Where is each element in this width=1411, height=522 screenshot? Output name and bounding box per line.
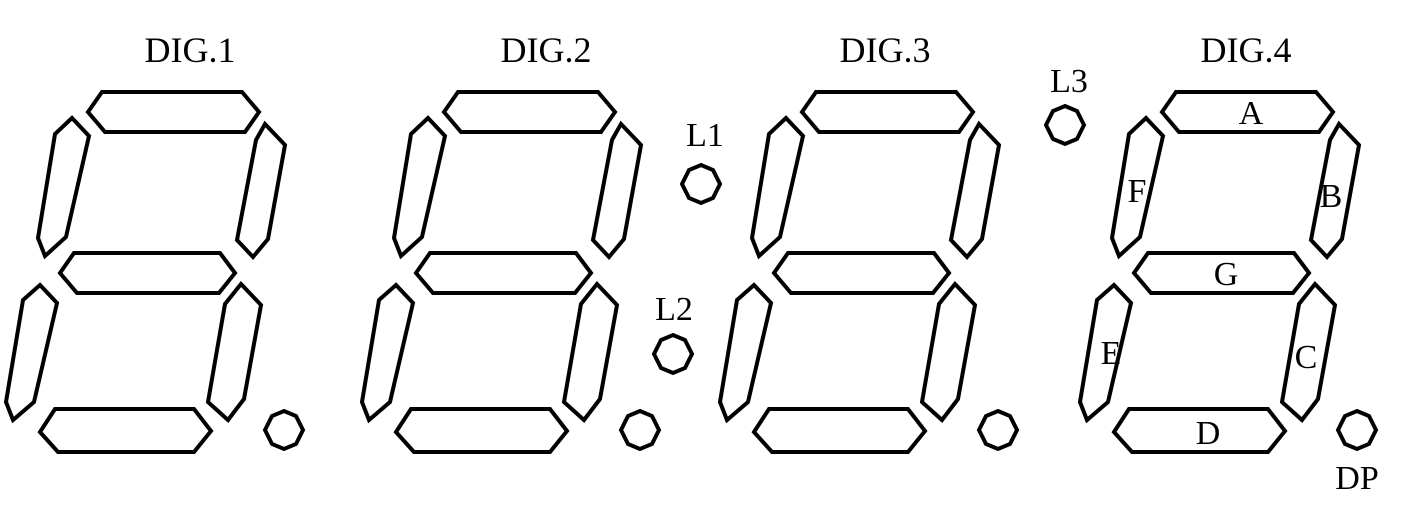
digit-2-title: DIG.2: [501, 30, 592, 70]
decimal-point-label: DP: [1335, 460, 1378, 497]
digit-1-title: DIG.1: [145, 30, 236, 70]
digit-4-segment-g: [1131, 251, 1312, 295]
digit-3-decimal-point: [976, 408, 1020, 452]
digit-1-segment-a: [85, 90, 262, 134]
digit-4-title: DIG.4: [1201, 30, 1292, 70]
digit-2-segment-g: [413, 251, 594, 295]
digit-2-segment-e: [359, 282, 416, 424]
digit-1-segment-g: [57, 251, 238, 295]
digit-1-decimal-point: [262, 408, 306, 452]
digit-4-segment-a: [1159, 90, 1336, 134]
digit-1-segment-e: [3, 282, 60, 424]
digit-4-decimal-point: [1335, 408, 1379, 452]
indicator-l2-label: L2: [655, 291, 693, 328]
digit-2: DIG.2: [359, 30, 662, 454]
segment-label-d: D: [1196, 415, 1221, 452]
digit-3-segment-b: [948, 120, 1002, 261]
indicator-l3-dot: [1043, 103, 1087, 147]
indicator-l1-label: L1: [686, 117, 724, 154]
digit-3-segment-g: [771, 251, 952, 295]
digit-3-segment-e: [717, 282, 774, 424]
digit-2-segment-c: [561, 280, 620, 423]
digit-3-segment-d: [751, 407, 928, 454]
indicator-l3-label: L3: [1050, 63, 1088, 100]
digit-4: DIG.4 A B C D E F G: [1077, 30, 1379, 454]
indicator-l2-dot: [651, 332, 695, 376]
digit-4-segment-f: [1109, 115, 1166, 260]
digit-4-segment-d: [1111, 407, 1288, 454]
digit-3: DIG.3: [717, 30, 1020, 454]
digit-4-segment-e: [1077, 282, 1134, 424]
segment-label-b: B: [1320, 178, 1343, 215]
digit-1-segment-b: [234, 120, 288, 261]
digit-1-segment-c: [205, 280, 264, 423]
indicator-l1-dot: [679, 162, 723, 206]
digit-2-segment-f: [391, 115, 448, 260]
digit-3-segment-c: [919, 280, 978, 423]
digit-4-segment-b: [1308, 120, 1362, 261]
digit-1-segment-f: [35, 115, 92, 260]
digit-3-segment-f: [749, 115, 806, 260]
digit-1-segment-d: [37, 407, 214, 454]
segment-label-f: F: [1128, 173, 1147, 210]
digit-1: DIG.1: [3, 30, 306, 454]
digit-3-segment-a: [799, 90, 976, 134]
segment-label-a: A: [1239, 95, 1264, 132]
indicator-l3: L3: [1043, 63, 1088, 147]
indicator-l1: L1: [679, 117, 724, 206]
digit-2-segment-b: [590, 120, 644, 261]
segment-label-c: C: [1295, 339, 1318, 376]
segment-label-g: G: [1214, 256, 1239, 293]
segment-label-e: E: [1101, 335, 1122, 372]
indicator-l2: L2: [651, 291, 695, 376]
digit-4-segment-c: [1279, 280, 1338, 423]
digit-2-segment-d: [393, 407, 570, 454]
digit-2-decimal-point: [618, 408, 662, 452]
digit-3-title: DIG.3: [840, 30, 931, 70]
digit-2-segment-a: [441, 90, 618, 134]
